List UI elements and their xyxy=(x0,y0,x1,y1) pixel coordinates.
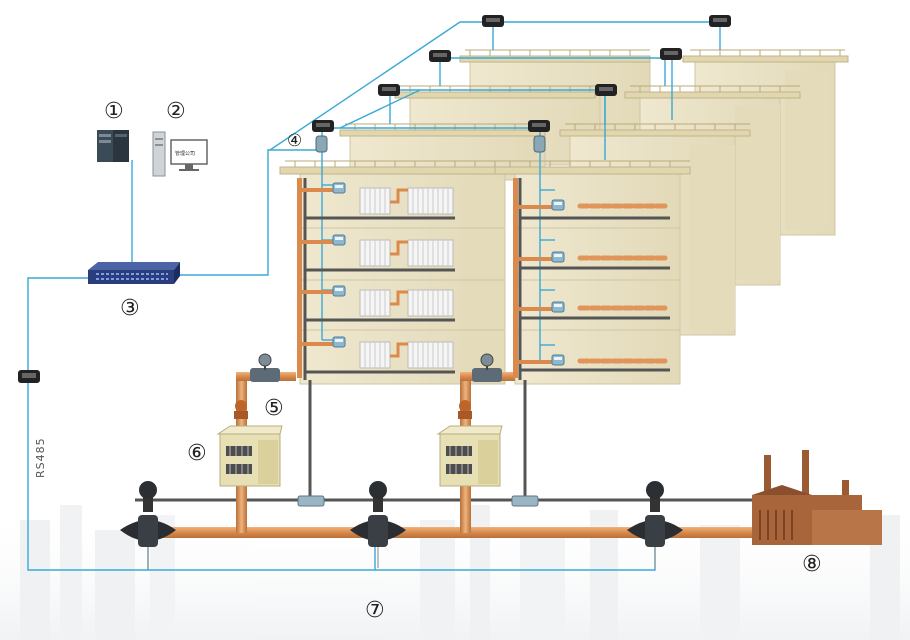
balancing-valve-2 xyxy=(350,481,406,568)
control-valve-icon xyxy=(472,353,502,382)
rs485-label: RS485 xyxy=(34,437,47,478)
heat-meter-icon xyxy=(332,285,346,297)
data-concentrators xyxy=(18,15,731,383)
building-front-right xyxy=(494,166,691,385)
radiator-floor-4 xyxy=(359,187,454,215)
concentrator-icon xyxy=(660,48,682,60)
number-labels: ① ② ③ ④ ⑤ ⑥ ⑦ ⑧ RS485 xyxy=(34,99,822,623)
heat-meters-floors xyxy=(332,182,565,366)
management-computer-icon: 管理公司 xyxy=(152,131,208,177)
return-meter-icon xyxy=(297,495,325,507)
label-balancing-valve: ⑦ xyxy=(365,598,385,623)
heat-meter-icon xyxy=(332,336,346,348)
radiator-floor-2 xyxy=(359,289,454,317)
heat-exchange-station-left xyxy=(216,425,283,487)
concentrator-icon xyxy=(312,120,334,132)
rs485-converter-icon xyxy=(18,370,40,383)
label-control-valve: ⑤ xyxy=(264,396,284,421)
label-server: ① xyxy=(104,99,124,124)
balancing-valve-3 xyxy=(627,481,683,568)
control-valve-icon xyxy=(250,353,280,382)
gate-valve-icon xyxy=(234,400,248,419)
label-heat-exchange-station: ⑥ xyxy=(187,441,207,466)
label-management-computer: ② xyxy=(166,99,186,124)
heat-meter-icon xyxy=(551,251,565,263)
return-meter-icon xyxy=(511,495,539,507)
label-network-switch: ③ xyxy=(120,296,140,321)
roof-railings xyxy=(285,49,845,167)
heat-meter-icon xyxy=(332,234,346,246)
network-switch-icon xyxy=(88,262,180,284)
radiator-floor-1 xyxy=(359,341,454,369)
concentrator-icon xyxy=(528,120,550,132)
label-heat-source: ⑧ xyxy=(802,552,822,577)
label-data-concentrator: ④ xyxy=(287,131,302,151)
collector-icon xyxy=(533,135,546,153)
concentrator-icon xyxy=(709,15,731,27)
concentrator-icon xyxy=(378,84,400,96)
collector-icon xyxy=(315,135,328,153)
heat-meter-icon xyxy=(551,199,565,211)
radiator-floor-3 xyxy=(359,239,454,267)
floor-heating-coils-right-building xyxy=(577,203,668,364)
heat-meter-icon xyxy=(551,301,565,313)
concentrator-icon xyxy=(595,84,617,96)
radiators-left-building xyxy=(359,187,454,369)
gate-valve-icon xyxy=(458,400,472,419)
heat-exchange-station-right xyxy=(436,425,503,487)
server-icon xyxy=(97,130,129,162)
concentrator-icon xyxy=(482,15,504,27)
branch-valves xyxy=(234,353,539,507)
monitor-screen-text: 管理公司 xyxy=(175,150,195,157)
heat-source-plant-icon xyxy=(752,450,882,545)
heat-meter-icon xyxy=(332,182,346,194)
concentrator-icon xyxy=(429,50,451,62)
heat-meter-icon xyxy=(551,354,565,366)
building-front-left xyxy=(279,166,516,385)
balancing-valve-1 xyxy=(120,481,176,568)
